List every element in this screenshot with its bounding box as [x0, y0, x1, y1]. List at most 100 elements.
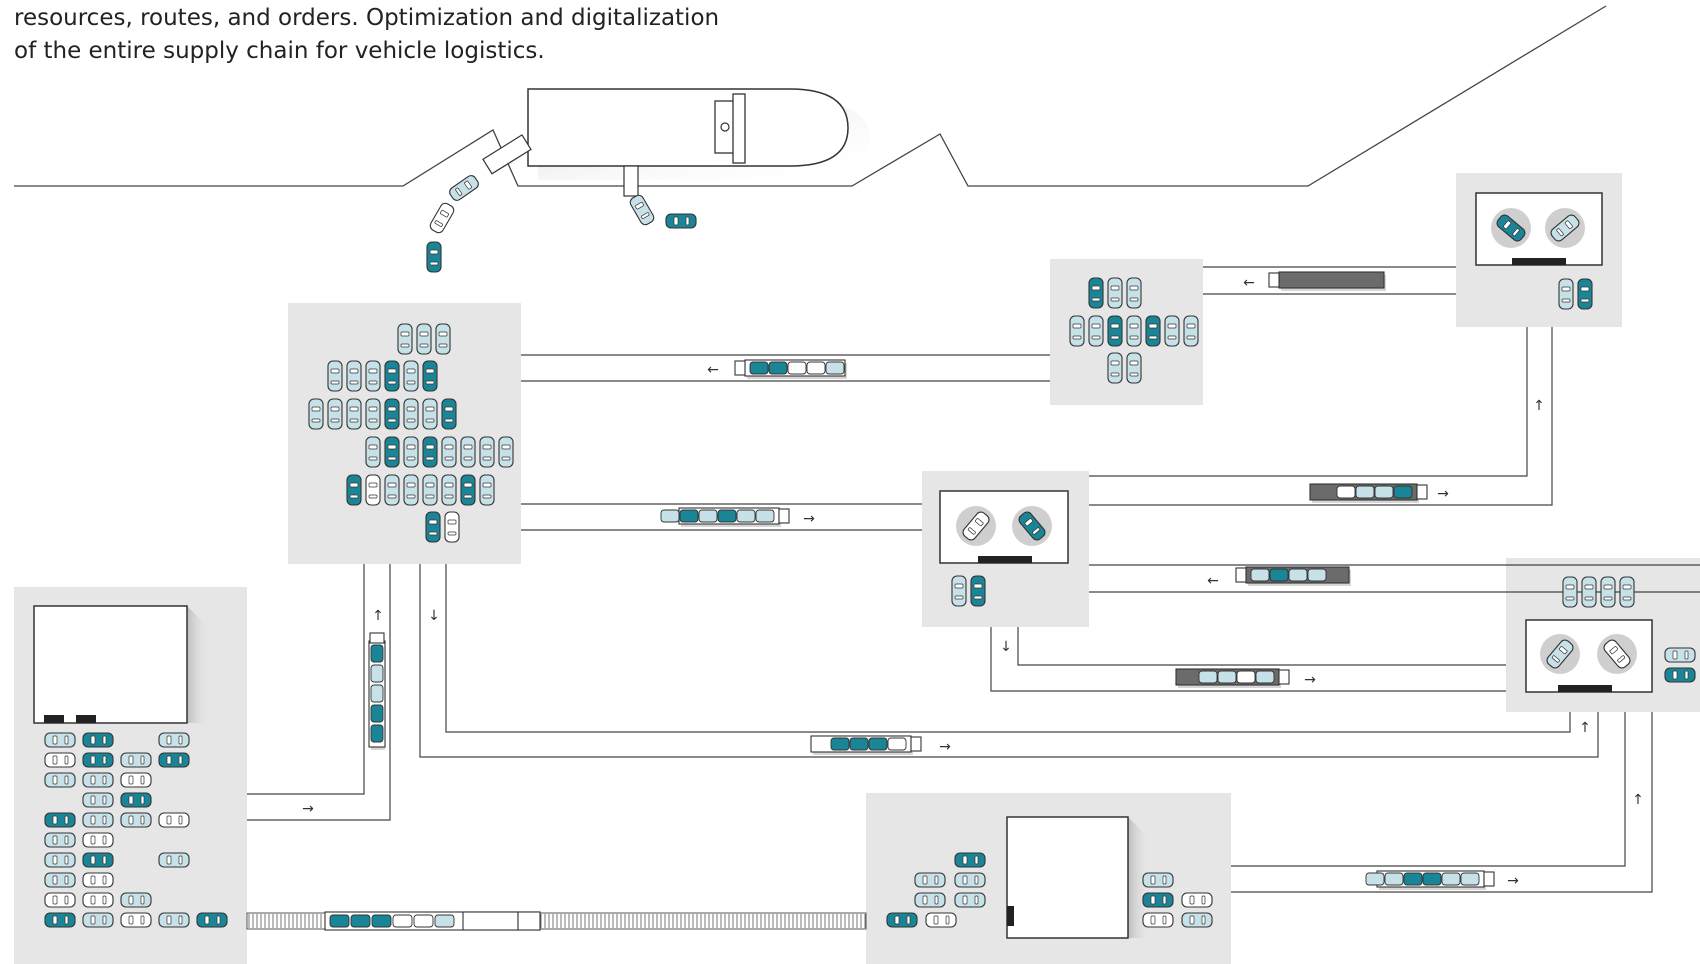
car-rear-window — [140, 915, 145, 925]
car — [1142, 912, 1174, 928]
car — [1307, 568, 1327, 582]
car-body — [82, 792, 114, 808]
car — [1181, 892, 1213, 908]
car-windshield — [166, 915, 172, 925]
car — [1550, 214, 1580, 242]
car-rear-window — [501, 456, 511, 461]
car — [660, 509, 680, 523]
car — [44, 892, 76, 908]
car-body — [397, 323, 413, 355]
car — [82, 732, 114, 748]
car-rear-window — [64, 735, 69, 745]
car-windshield — [368, 368, 378, 374]
car-windshield — [166, 855, 172, 865]
car-rear-window — [1091, 297, 1101, 302]
car-rear-window — [349, 418, 359, 423]
car-windshield — [973, 583, 983, 589]
car — [1107, 277, 1123, 309]
car-rear-window — [438, 343, 448, 348]
car-body — [308, 398, 324, 430]
car-rear-window — [1556, 228, 1564, 237]
car — [384, 474, 400, 506]
arrow-up-icon: ↑ — [1632, 792, 1644, 808]
car-rear-window — [102, 815, 107, 825]
truck-cab — [778, 508, 790, 524]
car-body — [82, 872, 114, 888]
car — [422, 398, 438, 430]
car-body — [1562, 576, 1578, 608]
car-rear-window — [387, 494, 397, 499]
car-rear-window — [419, 343, 429, 348]
car-body — [82, 752, 114, 768]
car-carrier-truck — [368, 632, 386, 750]
car-windshield — [1672, 650, 1678, 660]
car-rear-window — [1584, 596, 1594, 601]
car — [849, 737, 869, 751]
car-body — [1126, 277, 1142, 309]
car-body — [346, 360, 362, 392]
car-windshield — [330, 406, 340, 412]
car-rear-window — [64, 875, 69, 885]
car-windshield — [1580, 286, 1590, 292]
car — [498, 436, 514, 468]
zones-layer — [14, 173, 1700, 964]
car-body — [327, 360, 343, 392]
car-windshield — [1150, 915, 1156, 925]
car — [44, 752, 76, 768]
car-windshield — [1561, 286, 1571, 292]
car-windshield — [128, 815, 134, 825]
car-rear-window — [178, 735, 183, 745]
car — [886, 912, 918, 928]
car-body — [44, 872, 76, 888]
car — [1496, 214, 1526, 242]
car-body — [422, 474, 438, 506]
car-windshield — [368, 482, 378, 488]
car-body — [1664, 647, 1696, 663]
car-body — [1018, 511, 1046, 541]
car-windshield — [974, 518, 984, 527]
car — [887, 737, 907, 751]
car-rear-window — [1167, 335, 1177, 340]
car — [1088, 315, 1104, 347]
car-windshield — [52, 735, 58, 745]
car — [1441, 872, 1461, 886]
car — [441, 398, 457, 430]
car-rear-window — [140, 795, 145, 805]
car-body — [1142, 872, 1174, 888]
car — [346, 360, 362, 392]
car — [1600, 576, 1616, 608]
car-windshield — [166, 815, 172, 825]
arrow-up-icon: ↑ — [372, 608, 384, 624]
building-shadow — [187, 606, 209, 723]
car — [392, 914, 413, 928]
car-windshield — [90, 795, 96, 805]
car-windshield — [90, 895, 96, 905]
car — [403, 474, 419, 506]
car-carrier-truck — [734, 359, 847, 379]
car — [1236, 670, 1256, 684]
car — [449, 175, 479, 201]
car — [413, 914, 434, 928]
car-rear-window — [428, 531, 438, 536]
caption-text: resources, routes, and orders. Optimizat… — [14, 2, 719, 68]
car-windshield — [52, 755, 58, 765]
car-rear-window — [463, 456, 473, 461]
car-windshield — [425, 406, 435, 412]
car — [460, 436, 476, 468]
car — [44, 772, 76, 788]
car — [370, 724, 384, 743]
distribution-center-s-building — [1006, 816, 1150, 939]
car — [44, 872, 76, 888]
processing-center-e-building — [1525, 619, 1653, 693]
car — [1217, 670, 1237, 684]
car — [868, 737, 888, 751]
car — [1269, 568, 1289, 582]
car-body — [44, 832, 76, 848]
car-windshield — [406, 444, 416, 450]
car-windshield — [90, 755, 96, 765]
car — [1164, 315, 1180, 347]
car-windshield — [635, 201, 644, 210]
truck-cab — [1483, 871, 1495, 887]
car-body — [914, 872, 946, 888]
car-rear-window — [330, 418, 340, 423]
